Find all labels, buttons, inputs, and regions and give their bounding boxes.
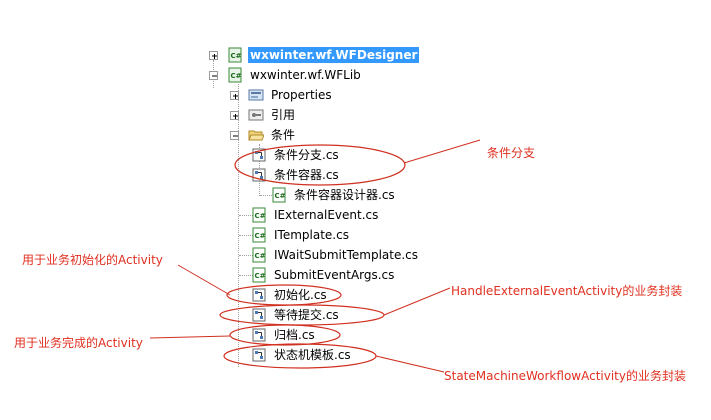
tree-item-properties[interactable]: Properties: [230, 85, 334, 105]
tree-item-wait-submit[interactable]: 等待提交.cs: [251, 305, 341, 325]
tree-item-iexternalevent[interactable]: C# IExternalEvent.cs: [251, 205, 380, 225]
workflow-file-icon: [251, 327, 267, 343]
tree-item-label: 条件分支.cs: [274, 148, 339, 162]
svg-text:C#: C#: [255, 272, 266, 280]
tree-item-submiteventargs[interactable]: C# SubmitEventArgs.cs: [251, 265, 396, 285]
tree-item-label: 条件: [271, 128, 296, 142]
annotation-leader-line: [403, 139, 481, 164]
annotation-handle-external: HandleExternalEventActivity的业务封装: [451, 284, 683, 298]
svg-text:C#: C#: [231, 72, 242, 80]
csharp-project-icon: C#: [227, 47, 243, 63]
tree-item-wflib[interactable]: C# wxwinter.wf.WFLib: [209, 65, 363, 85]
csharp-file-icon: C#: [251, 247, 267, 263]
annotation-leader-line: [177, 264, 231, 296]
expand-plus-icon[interactable]: [230, 91, 239, 100]
tree-item-condition-container-designer[interactable]: C# 条件容器设计器.cs: [271, 185, 397, 205]
svg-text:C#: C#: [255, 252, 266, 260]
tree-connector: [239, 235, 253, 236]
tree-connector: [239, 255, 253, 256]
annotation-ellipse: [223, 343, 377, 369]
annotation-ellipse: [229, 324, 341, 346]
svg-text:C#: C#: [255, 212, 266, 220]
csharp-file-icon: C#: [251, 207, 267, 223]
annotation-ellipse: [234, 144, 406, 186]
tree-item-label: 引用: [271, 108, 296, 122]
tree-item-state-machine-template[interactable]: 状态机模板.cs: [251, 345, 353, 365]
tree-item-iwaitsubmittemplate[interactable]: C# IWaitSubmitTemplate.cs: [251, 245, 420, 265]
solution-explorer-tree: C# wxwinter.wf.WFDesigner C# wxwinter.wf…: [203, 40, 523, 380]
workflow-file-icon: [251, 287, 267, 303]
svg-text:C#: C#: [255, 232, 266, 240]
workflow-file-icon: [251, 307, 267, 323]
properties-icon: [248, 87, 264, 103]
annotation-leader-line: [375, 355, 445, 373]
tree-item-label: IWaitSubmitTemplate.cs: [274, 248, 419, 262]
tree-connector: [260, 195, 274, 196]
expand-plus-icon[interactable]: [209, 51, 218, 60]
tree-item-itemplate[interactable]: C# ITemplate.cs: [251, 225, 351, 245]
expand-plus-icon[interactable]: [230, 111, 239, 120]
workflow-file-icon: [251, 347, 267, 363]
tree-item-wfdesigner[interactable]: C# wxwinter.wf.WFDesigner: [209, 45, 420, 65]
csharp-file-icon: C#: [251, 227, 267, 243]
tree-connector: [239, 275, 253, 276]
annotation-condition-branch: 条件分支: [487, 146, 536, 160]
collapse-minus-icon[interactable]: [230, 131, 239, 140]
tree-item-references[interactable]: 引用: [230, 105, 297, 125]
csharp-file-icon: C#: [251, 267, 267, 283]
tree-item-label: wxwinter.wf.WFDesigner: [248, 47, 420, 63]
tree-connector: [239, 215, 253, 216]
annotation-ellipse: [226, 284, 342, 306]
tree-item-label: 等待提交.cs: [274, 308, 339, 322]
tree-item-condition-folder[interactable]: 条件: [230, 125, 297, 145]
references-icon: [248, 107, 264, 123]
folder-open-icon: [248, 127, 264, 143]
annotation-init-activity: 用于业务初始化的Activity: [22, 253, 163, 267]
annotation-leader-line: [383, 287, 451, 316]
annotation-complete-activity: 用于业务完成的Activity: [14, 336, 143, 350]
tree-item-archive[interactable]: 归档.cs: [251, 325, 317, 345]
tree-item-init[interactable]: 初始化.cs: [251, 285, 329, 305]
tree-item-label: 初始化.cs: [274, 288, 327, 302]
annotation-ellipse: [219, 304, 385, 326]
tree-connector: [238, 84, 239, 367]
tree-item-label: wxwinter.wf.WFLib: [250, 68, 361, 82]
tree-item-label: ITemplate.cs: [274, 228, 349, 242]
annotation-leader-line: [149, 335, 231, 339]
tree-item-label: SubmitEventArgs.cs: [274, 268, 395, 282]
tree-item-label: 归档.cs: [274, 328, 315, 342]
annotation-state-machine: StateMachineWorkflowActivity的业务封装: [444, 369, 686, 383]
csharp-file-icon: C#: [271, 187, 287, 203]
tree-item-label: 条件容器.cs: [274, 168, 339, 182]
tree-item-label: 条件容器设计器.cs: [294, 188, 395, 202]
svg-text:C#: C#: [231, 52, 242, 60]
tree-item-label: IExternalEvent.cs: [274, 208, 379, 222]
collapse-minus-icon[interactable]: [209, 71, 218, 80]
tree-item-label: 状态机模板.cs: [274, 348, 351, 362]
tree-item-label: Properties: [271, 88, 332, 102]
svg-text:C#: C#: [275, 192, 286, 200]
csharp-project-icon: C#: [227, 67, 243, 83]
